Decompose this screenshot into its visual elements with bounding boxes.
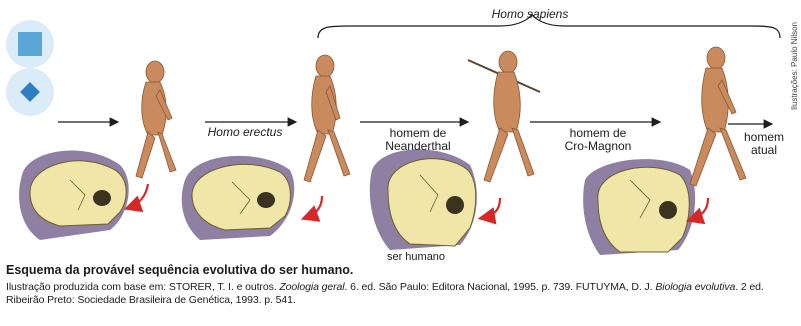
- stage-label-cro-magnon: homem de Cro-Magnon: [546, 127, 650, 153]
- skull-1: [30, 161, 126, 226]
- reference-book-1: Zoologia geral: [279, 281, 344, 293]
- homo-sapiens-label: Homo sapiens: [470, 8, 590, 21]
- red-arrow-3: [482, 198, 500, 218]
- reference-middle: . 6. ed. São Paulo: Editora Nacional, 19…: [345, 281, 656, 293]
- red-arrow-2: [305, 196, 322, 218]
- figure-cro-magnon: [690, 47, 746, 186]
- reference-book-2: Biologia evolutiva: [655, 281, 735, 293]
- figure-homo-erectus: [304, 55, 350, 182]
- caption-title: Esquema da provável sequência evolutiva …: [6, 263, 353, 277]
- illustration-credit: Ilustrações: Paulo Nilson: [790, 22, 799, 110]
- stage-label-homo-erectus: Homo erectus: [200, 126, 290, 139]
- figure-ancestor: [136, 61, 176, 178]
- reference-prefix: Ilustração produzida com base em: STORER…: [6, 281, 279, 293]
- stage-label-atual: homem atual: [736, 131, 792, 157]
- skull-label-ser-humano: ser humano: [366, 251, 466, 264]
- figure-neanderthal: [468, 51, 540, 182]
- skull-3: [388, 159, 476, 246]
- skull-2: [192, 164, 290, 230]
- red-arrow-1: [128, 184, 148, 208]
- stage-label-neanderthal: homem de Neanderthal: [368, 127, 468, 153]
- caption-reference: Ilustração produzida com base em: STORER…: [6, 281, 796, 307]
- skull-4: [598, 167, 689, 252]
